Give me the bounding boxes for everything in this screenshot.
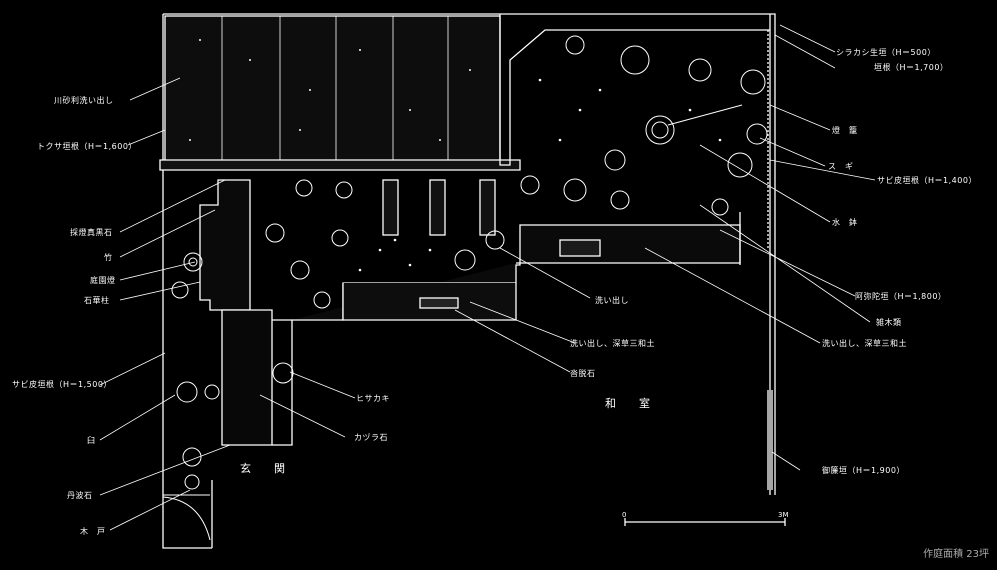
gravel-strip xyxy=(164,15,501,165)
label-sabikawa-right: サビ皮垣根（H＝1,400） xyxy=(877,176,977,185)
room-washitsu: 和 室 xyxy=(605,397,656,410)
scale-bar xyxy=(624,518,786,526)
label-gate: 木 戸 xyxy=(80,527,106,536)
label-misugaki: 御簾垣（H＝1,900） xyxy=(822,466,905,475)
label-araidashi: 洗い出し xyxy=(595,296,629,305)
label-garden-lantern: 庭園燈 xyxy=(90,276,116,285)
label-shirakashi: シラカシ生垣（H＝500） xyxy=(836,48,936,57)
mortar-stone xyxy=(176,381,198,403)
label-zoki: 雑木類 xyxy=(876,318,902,327)
label-amida-fence: 阿弥陀垣（H＝1,800） xyxy=(855,292,947,301)
label-arai-fukakusa-right: 洗い出し、深草三和土 xyxy=(822,339,907,348)
label-fence-1700: 垣根（H＝1,700） xyxy=(874,63,949,72)
boundary-wall xyxy=(162,13,776,549)
label-hisakaki: ヒサカキ xyxy=(356,394,390,403)
label-saito-stone: 採燈真黒石 xyxy=(70,228,113,237)
stone-path xyxy=(199,179,251,311)
area-note: 作庭面積 23坪 xyxy=(923,549,989,560)
misugaki xyxy=(767,390,773,490)
label-mortar: 臼 xyxy=(87,436,96,445)
scale-zero: 0 xyxy=(622,511,627,519)
label-tokusa-hedge: トクサ垣根（H＝1,600） xyxy=(37,142,137,151)
label-kutsunugi: 沓脱石 xyxy=(570,369,596,378)
sugi-tree xyxy=(746,123,768,145)
scale-end: 3M xyxy=(778,511,789,519)
plantings xyxy=(171,35,768,490)
room-genkan: 玄 関 xyxy=(240,462,291,475)
label-stone-pillar: 石華柱 xyxy=(84,296,110,305)
tokusa-hedge xyxy=(159,159,521,171)
hisakaki-shrub xyxy=(272,362,294,384)
tsukubai xyxy=(645,115,675,145)
label-water-basin: 水 鉢 xyxy=(832,218,858,227)
label-sabikawa-left: サビ皮垣根（H＝1,500） xyxy=(12,380,112,389)
label-sugi: ス ギ xyxy=(828,162,854,171)
label-arai-fukakusa-center: 洗い出し、深草三和土 xyxy=(570,339,655,348)
label-kawajari: 川砂利洗い出し xyxy=(54,96,114,105)
label-bamboo: 竹 xyxy=(104,253,113,262)
label-toro: 燈 籠 xyxy=(832,126,858,135)
gravel-dots xyxy=(189,39,722,272)
label-kazura-stone: カヅラ石 xyxy=(354,433,388,442)
gate-door xyxy=(162,494,211,541)
garden-lantern xyxy=(183,252,203,272)
kutsunugi-stone xyxy=(419,297,459,309)
label-tamba-stone: 丹波石 xyxy=(67,491,93,500)
